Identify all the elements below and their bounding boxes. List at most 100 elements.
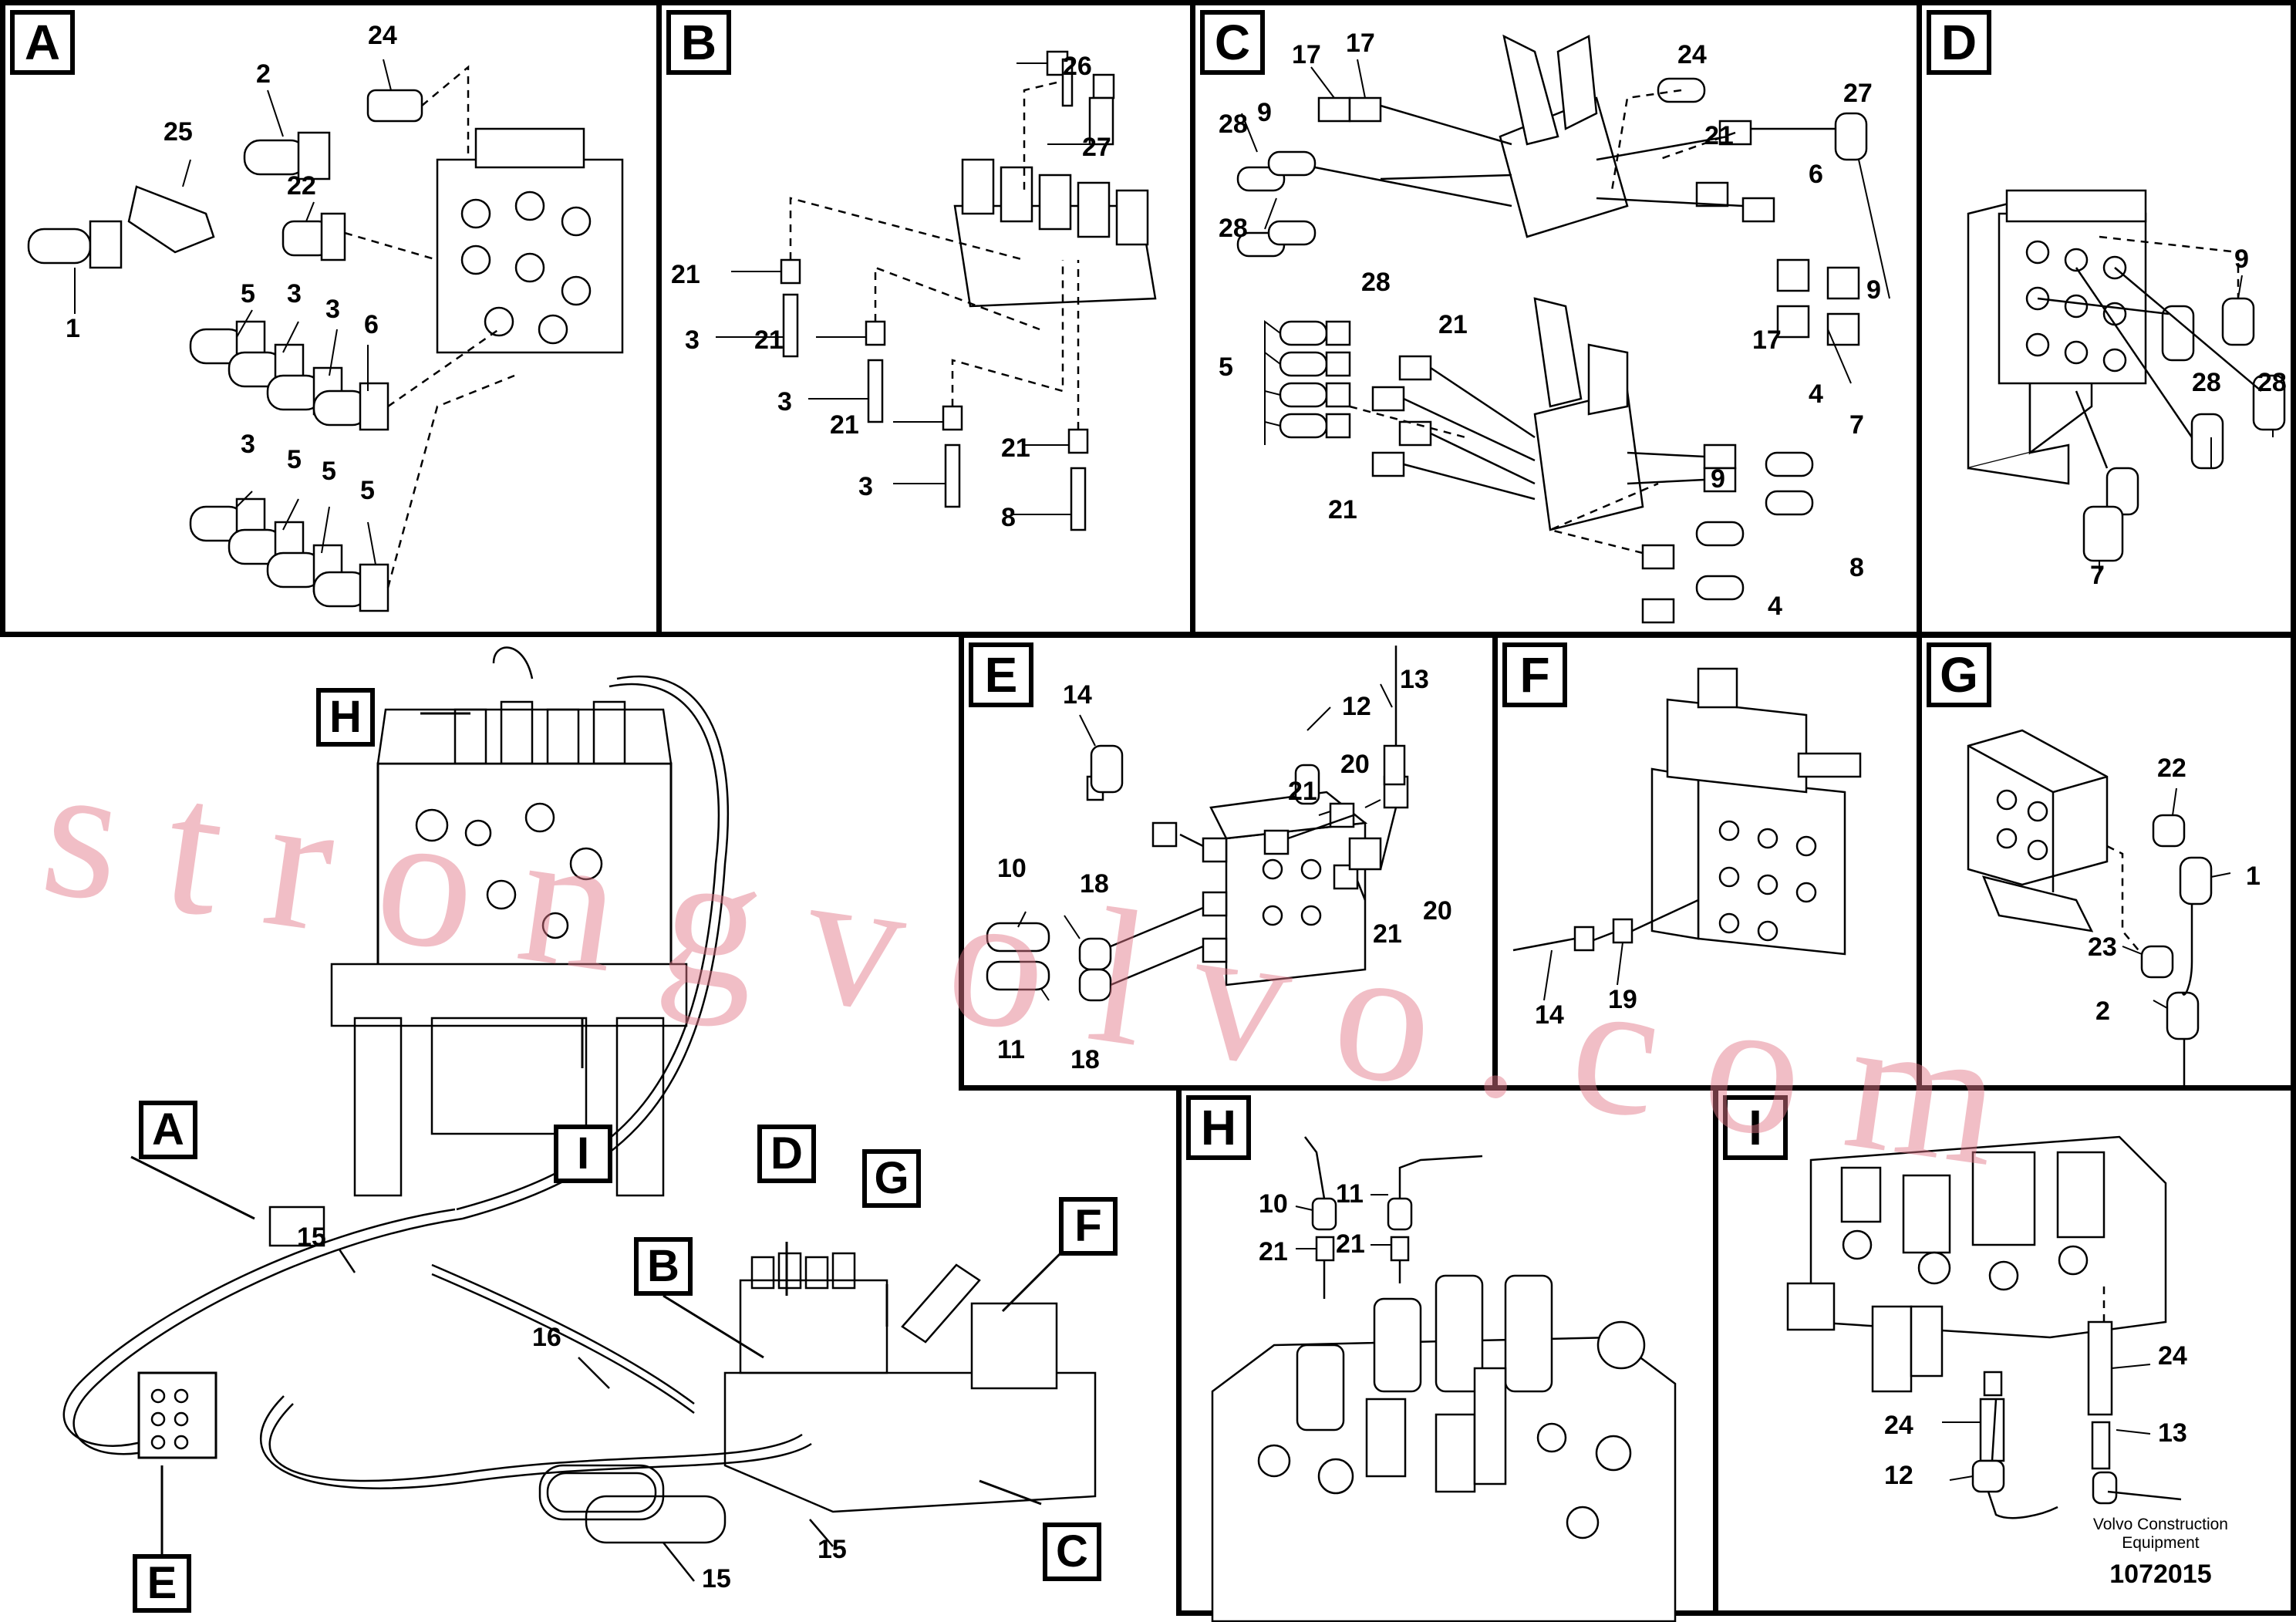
panel-e-number: 20	[1340, 750, 1370, 779]
panel-g-number: 23	[2088, 932, 2117, 962]
panel-g-number: 22	[2157, 754, 2186, 783]
panel-a-number: 6	[364, 310, 379, 339]
panel-e-number: 14	[1063, 680, 1092, 710]
panel-g-number: 2	[2095, 996, 2110, 1026]
panel-label: H	[1186, 1095, 1251, 1160]
panel-i-number: 24	[1884, 1411, 1913, 1440]
footer-brand-block: Volvo Construction Equipment 1072015	[2093, 1516, 2228, 1591]
panel-h: 10 11 21 21 H	[1176, 1085, 1718, 1622]
callout-i: I	[554, 1125, 612, 1183]
callout-c: C	[1043, 1523, 1101, 1581]
panel-d-drawing: 9 28 28 7	[1967, 189, 2287, 590]
callout-e: E	[133, 1554, 191, 1613]
diagram-code: 1072015	[2109, 1560, 2212, 1589]
panel-i-number: 24	[2158, 1341, 2187, 1371]
panel-c: 17 17 9 28 28 28 24 27 21 6 9 17 4 21 5 …	[1190, 0, 1922, 637]
panel-c-number: 17	[1346, 29, 1375, 58]
overview-number: 15	[297, 1222, 326, 1252]
panel-label: C	[1200, 10, 1265, 75]
callout-f: F	[1059, 1197, 1118, 1256]
overview-number: 15	[818, 1535, 847, 1564]
panel-e-number: 18	[1080, 869, 1109, 899]
overview-number: 15	[702, 1564, 731, 1593]
panel-a: 24 2 25 22 1 5 3 3 6 3 5 5 5 A	[0, 0, 662, 637]
callout-b: B	[634, 1237, 693, 1296]
panel-a-number: 3	[241, 430, 255, 459]
panel-h-number: 11	[1336, 1179, 1364, 1209]
panel-e-number: 20	[1423, 896, 1452, 926]
panel-label: G	[1927, 642, 1991, 707]
panel-g: 22 1 23 2 G	[1917, 632, 2296, 1096]
callout-d: D	[757, 1125, 816, 1183]
panel-f-number: 14	[1535, 1000, 1564, 1030]
panel-a-drawing: 24 2 25 22 1 5 3 3 6 3 5 5 5	[27, 21, 624, 612]
panel-h-number: 21	[1259, 1237, 1288, 1266]
panel-e-number: 12	[1342, 692, 1371, 721]
panel-c-number: 7	[1849, 410, 1864, 440]
panel-d-number: 7	[2090, 561, 2105, 590]
panel-f-drawing: 14 19	[1512, 667, 1862, 1030]
panel-g-drawing: 22 1 23 2	[1967, 729, 2261, 1096]
brand-line-1: Volvo Construction	[2092, 1516, 2228, 1533]
panel-a-number: 2	[256, 59, 271, 89]
panel-label: B	[666, 10, 731, 75]
panel-i-drawing: 24 24 13 12	[1786, 1135, 2187, 1519]
panel-b-drawing: 26 27 21 3 21 3 21 3 21 8	[671, 50, 1157, 532]
panel-e-number: 21	[1373, 919, 1402, 949]
panel-f-number: 19	[1608, 985, 1637, 1014]
panel-label: F	[1502, 642, 1567, 707]
panel-i: 24 24 13 12 I	[1713, 1085, 2296, 1616]
callout-h: H	[316, 688, 375, 747]
panel-c-number: 6	[1809, 160, 1823, 189]
panel-b-number: 3	[777, 387, 792, 416]
panel-f: 14 19 F	[1492, 632, 1922, 1091]
panel-c-number: 5	[1219, 352, 1233, 382]
panel-c-drawing: 17 17 9 28 28 28 24 27 21 6 9 17 4 21 5 …	[1219, 29, 1890, 624]
panel-b-number: 21	[1001, 433, 1030, 463]
panel-label: A	[10, 10, 75, 75]
panel-b: 26 27 21 3 21 3 21 3 21 8 B	[656, 0, 1195, 637]
callout-a: A	[139, 1101, 197, 1159]
panel-d-number: 9	[2234, 244, 2249, 274]
panel-a-number: 5	[241, 279, 255, 309]
panel-e: 14 13 12 21 20 10 18 21 20 11 18 E	[959, 632, 1498, 1091]
panel-c-number: 28	[1219, 110, 1248, 139]
panel-h-drawing: 10 11 21 21	[1211, 1136, 1677, 1622]
panel-b-number: 21	[830, 410, 859, 440]
panel-e-number: 13	[1400, 665, 1429, 694]
panel-b-number: 21	[754, 325, 784, 355]
panel-c-number: 27	[1843, 79, 1873, 108]
brand-line-2: Equipment	[2122, 1534, 2200, 1552]
overview-area: 15 16 15 15 H A I D G F B C E	[0, 632, 1180, 1622]
panel-e-number: 10	[997, 854, 1027, 883]
panel-b-number: 8	[1001, 503, 1016, 532]
panel-c-number: 17	[1752, 325, 1782, 355]
panel-c-number: 28	[1219, 214, 1248, 243]
panel-e-drawing: 14 13 12 21 20 10 18 21 20 11 18	[986, 646, 1452, 1074]
panel-h-number: 10	[1259, 1189, 1288, 1219]
panel-a-number: 1	[66, 314, 80, 343]
panel-e-number: 18	[1070, 1045, 1100, 1074]
panel-b-number: 26	[1063, 52, 1092, 81]
panel-a-number: 5	[360, 476, 375, 505]
panel-d-number: 28	[2257, 368, 2287, 397]
panel-d-number: 28	[2192, 368, 2221, 397]
panel-b-number: 3	[858, 472, 873, 501]
panel-c-number: 8	[1849, 553, 1864, 582]
panel-c-number: 4	[1768, 592, 1782, 621]
panel-b-number: 21	[671, 260, 700, 289]
panel-h-number: 21	[1336, 1229, 1365, 1259]
panel-label: E	[969, 642, 1033, 707]
panel-label: D	[1927, 10, 1991, 75]
panel-d: 9 28 28 7 D	[1917, 0, 2296, 637]
callout-g: G	[862, 1149, 921, 1208]
panel-a-number: 24	[368, 21, 397, 50]
panel-c-number: 21	[1328, 495, 1357, 524]
panel-c-number: 9	[1257, 98, 1272, 127]
panel-a-number: 3	[287, 279, 302, 309]
panel-c-number: 9	[1711, 464, 1725, 494]
panel-i-number: 12	[1884, 1461, 1913, 1490]
panel-c-number: 9	[1866, 275, 1881, 305]
panel-i-number: 13	[2158, 1418, 2187, 1448]
overview-number: 16	[532, 1323, 561, 1352]
